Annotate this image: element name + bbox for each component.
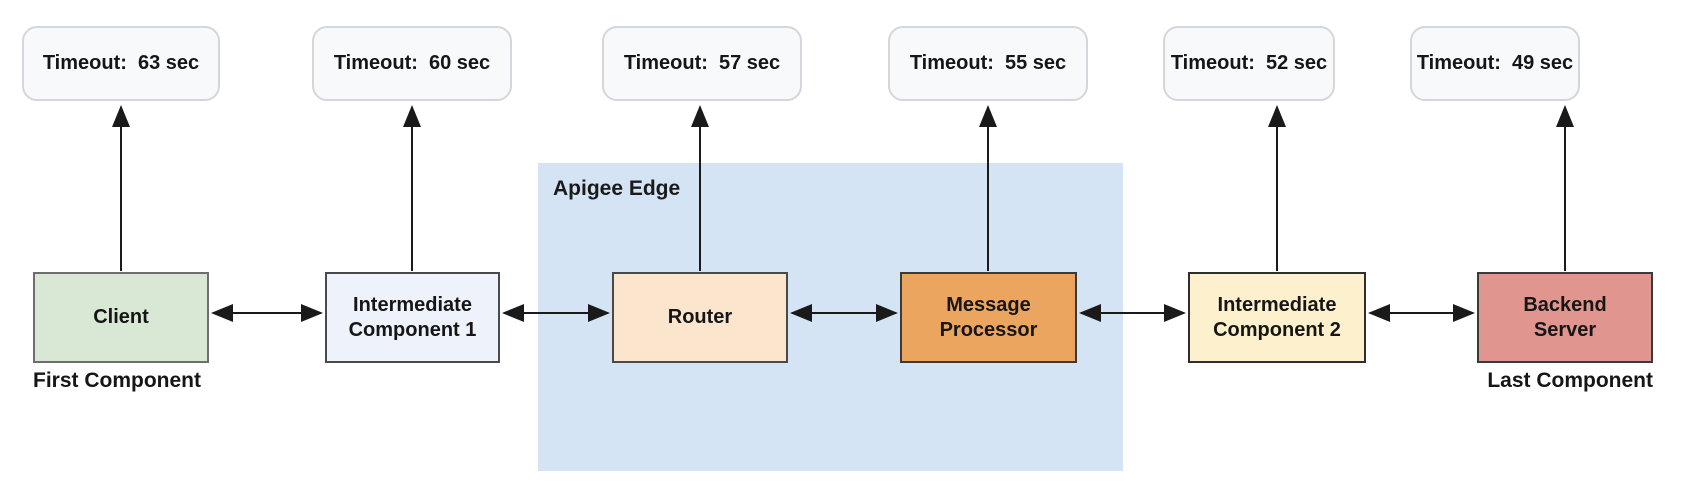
apigee-edge-group-label: Apigee Edge (553, 177, 681, 200)
component-intermediate-component-2: Intermediate Component 2 (1188, 272, 1366, 363)
timeout-bubble-router: Timeout: 57 sec (602, 26, 802, 101)
timeout-bubble-intermediate-1: Timeout: 60 sec (312, 26, 512, 101)
caption-last-component: Last Component (1487, 369, 1653, 392)
component-client: Client (33, 272, 209, 363)
component-router: Router (612, 272, 788, 363)
caption-first-component: First Component (33, 369, 201, 392)
timeout-bubble-message-processor: Timeout: 55 sec (888, 26, 1088, 101)
component-intermediate-component-1: Intermediate Component 1 (325, 272, 500, 363)
timeout-bubble-client: Timeout: 63 sec (22, 26, 220, 101)
component-message-processor: Message Processor (900, 272, 1077, 363)
component-backend-server: Backend Server (1477, 272, 1653, 363)
timeout-bubble-intermediate-2: Timeout: 52 sec (1163, 26, 1335, 101)
timeout-bubble-backend: Timeout: 49 sec (1410, 26, 1580, 101)
